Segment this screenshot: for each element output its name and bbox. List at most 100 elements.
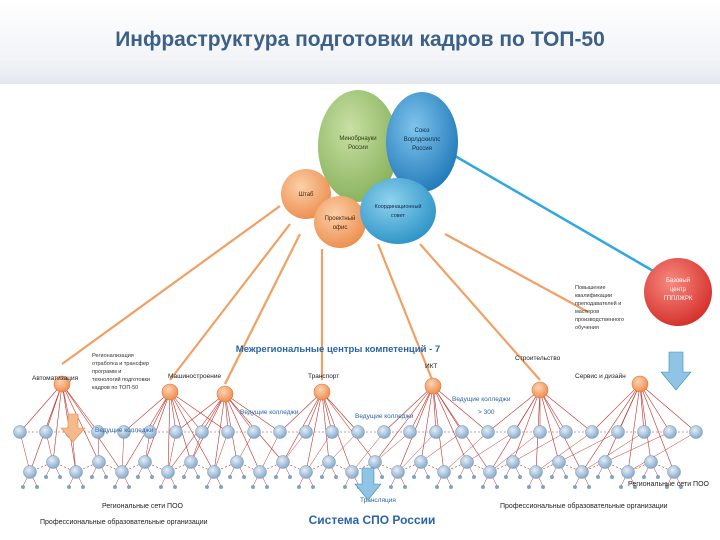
college-node bbox=[351, 425, 365, 439]
leaf-node bbox=[656, 475, 660, 479]
leaf-node bbox=[67, 485, 71, 489]
network-link bbox=[591, 383, 641, 433]
network-link bbox=[61, 383, 100, 463]
bubble-base-line-1: Базовый bbox=[666, 277, 690, 284]
system-title: Система СПО России bbox=[309, 513, 436, 527]
leaf-node bbox=[58, 475, 62, 479]
network-link bbox=[328, 431, 359, 463]
college-node bbox=[460, 455, 474, 469]
bubble-base-line-3: ГППЛЖРК bbox=[664, 296, 693, 302]
leaf-node bbox=[564, 475, 568, 479]
leaf-node bbox=[44, 475, 48, 479]
center-label-trans: Транспорт bbox=[308, 373, 339, 380]
college-node bbox=[483, 465, 497, 479]
center-node bbox=[53, 375, 71, 393]
center-label-mach: Машиностроение bbox=[168, 373, 221, 380]
svg-text:Регионализация: Регионализация bbox=[92, 353, 134, 359]
network-link bbox=[169, 391, 203, 433]
ws-to-base-connector bbox=[454, 154, 656, 274]
leaf-node bbox=[136, 475, 140, 479]
leaf-node bbox=[228, 475, 232, 479]
leaf-node bbox=[518, 475, 522, 479]
bottom-labels: Региональные сети ПОО Региональные сети … bbox=[40, 481, 710, 527]
network-link bbox=[190, 393, 226, 463]
network-link bbox=[321, 391, 330, 463]
college-node bbox=[13, 425, 27, 439]
network-link bbox=[19, 431, 31, 473]
leaf-node bbox=[265, 485, 269, 489]
college-node bbox=[429, 425, 443, 439]
center-node bbox=[531, 381, 549, 399]
college-network bbox=[13, 375, 703, 489]
network-link bbox=[144, 391, 171, 463]
bubble-council-line-2: совет bbox=[391, 213, 406, 219]
network-link bbox=[535, 431, 593, 473]
leaf-node bbox=[288, 475, 292, 479]
network-link bbox=[175, 393, 226, 433]
college-node bbox=[437, 465, 451, 479]
college-node bbox=[667, 465, 681, 479]
network-link bbox=[123, 391, 171, 433]
center-node bbox=[313, 383, 331, 401]
leading-colleges-label-4: Ведущие колледжи bbox=[452, 396, 511, 403]
svg-text:преподавателей и: преподавателей и bbox=[575, 300, 621, 307]
count-label: > 300 bbox=[478, 409, 495, 416]
college-node bbox=[161, 465, 175, 479]
college-node bbox=[117, 425, 131, 439]
college-node bbox=[506, 455, 520, 469]
centers-title: Межрегиональные центры компетенций - 7 bbox=[236, 344, 440, 355]
bubble-base-line-2: центр bbox=[670, 287, 687, 293]
network-link bbox=[604, 383, 641, 463]
bubble-project-office: Проектный офис bbox=[314, 196, 366, 248]
network-link bbox=[61, 383, 99, 433]
slide-header: Инфраструктура подготовки кадров по ТОП-… bbox=[0, 0, 720, 84]
network-link bbox=[489, 431, 541, 473]
leaf-node bbox=[81, 485, 85, 489]
leading-colleges-label-1: Ведущие колледжи bbox=[95, 427, 154, 434]
center-labels: Автоматизация Машиностроение Транспорт И… bbox=[32, 355, 626, 382]
network-link bbox=[305, 431, 333, 473]
leaf-node bbox=[205, 485, 209, 489]
college-node bbox=[299, 425, 313, 439]
college-node bbox=[611, 425, 625, 439]
bubble-shtab-label: Штаб bbox=[299, 192, 315, 198]
leaf-node bbox=[481, 485, 485, 489]
center-label-auto: Автоматизация bbox=[32, 375, 79, 382]
college-node bbox=[247, 425, 261, 439]
network-link bbox=[374, 385, 434, 463]
regional-right-label: Региональные сети ПОО bbox=[628, 481, 710, 488]
regional-left-label: Региональные сети ПОО bbox=[102, 503, 184, 510]
network-link bbox=[321, 391, 359, 433]
bubble-base-center: Базовый центр ГППЛЖРК bbox=[644, 258, 712, 326]
arrow-center bbox=[354, 467, 382, 501]
bubble-minobr: Минобрнауки России bbox=[318, 90, 398, 202]
leaf-node bbox=[21, 485, 25, 489]
network-link bbox=[279, 391, 323, 433]
center-node bbox=[216, 385, 234, 403]
prof-left-label: Профессиональные образовательные организ… bbox=[40, 518, 208, 526]
leaf-node bbox=[596, 475, 600, 479]
college-node bbox=[689, 425, 703, 439]
leaf-node bbox=[159, 485, 163, 489]
bubble-ws-line-2: Ворлдскиллс bbox=[404, 137, 440, 143]
network-link bbox=[558, 431, 619, 463]
network-link bbox=[487, 389, 541, 433]
college-node bbox=[403, 425, 417, 439]
college-node bbox=[481, 425, 495, 439]
bubble-council-line-1: Координационный bbox=[374, 203, 421, 210]
slide-title: Инфраструктура подготовки кадров по ТОП-… bbox=[115, 28, 605, 51]
bubble-ws-line-3: Россия bbox=[412, 146, 432, 152]
leaf-node bbox=[311, 485, 315, 489]
college-node bbox=[325, 425, 339, 439]
svg-text:технологий подготовки: технологий подготовки bbox=[92, 376, 150, 383]
hub-connectors bbox=[61, 205, 589, 385]
leaf-node bbox=[504, 475, 508, 479]
leaf-node bbox=[389, 485, 393, 489]
svg-text:отработка и трансфер: отработка и трансфер bbox=[92, 361, 149, 367]
center-label-serv: Сервис и дизайн bbox=[575, 372, 626, 380]
leaf-node bbox=[150, 475, 154, 479]
leaf-node bbox=[182, 475, 186, 479]
college-node bbox=[345, 465, 359, 479]
leaf-node bbox=[527, 485, 531, 489]
college-node bbox=[253, 465, 267, 479]
